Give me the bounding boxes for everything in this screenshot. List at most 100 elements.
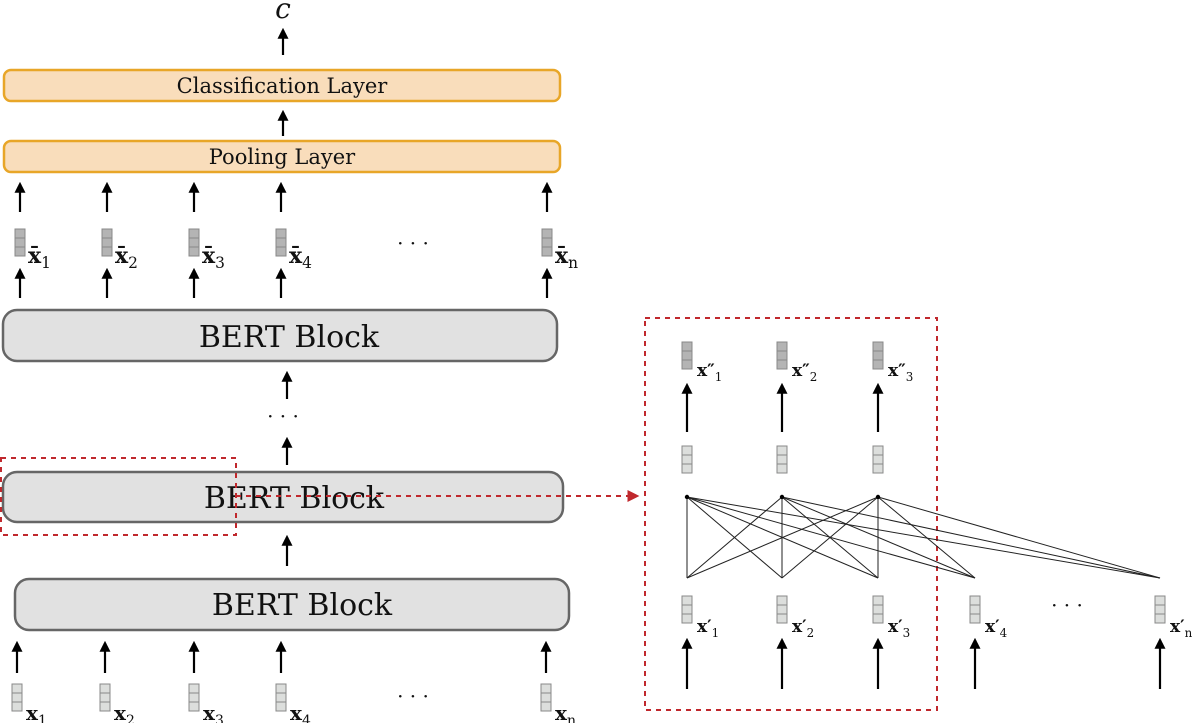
detail-input-token-icon [681, 595, 693, 624]
pooled-token-label: x̄3 [202, 243, 225, 272]
detail-input-label-sub: 1 [712, 626, 720, 640]
pooled-token-icon [101, 228, 113, 257]
detail-input-token-icon [776, 595, 788, 624]
classification-layer-label: Classification Layer [177, 74, 389, 98]
stack-ellipsis: · · · [267, 404, 299, 428]
pooling-layer-label: Pooling Layer [209, 145, 356, 169]
input-token-label: xn [555, 701, 576, 723]
pooled-token-label: x̄4 [289, 243, 312, 272]
hidden-token-icon [872, 445, 884, 474]
pooled-token-icon [275, 228, 287, 257]
attention-edge [877, 496, 976, 579]
detail-input-label-base: x′ [985, 617, 1000, 637]
attention-edge [686, 496, 1161, 579]
input-token-label-sub: 1 [38, 713, 47, 723]
bert-block-middle: BERT Block [1, 470, 565, 524]
attention-edge [686, 496, 783, 579]
detail-input-label: x′1 [697, 617, 719, 640]
detail-input-token-icon [872, 595, 884, 624]
detail-output-label-base: x″ [792, 361, 810, 381]
detail-output-token-icon [681, 341, 693, 370]
attention-edge [781, 496, 879, 579]
pooled-token-label-sub: n [568, 254, 578, 272]
pooled-token-icon [541, 228, 553, 257]
pooling-layer: Pooling Layer [2, 139, 562, 174]
pooled-token-label: x̄1 [28, 243, 51, 272]
pooled-token-label-base: x̄ [289, 243, 303, 269]
detail-ellipsis: · · · [1051, 593, 1083, 617]
input-token-icon [188, 683, 200, 712]
input-token-icon [11, 683, 23, 712]
attention-node [684, 494, 690, 500]
input-token-label-sub: n [567, 713, 576, 723]
detail-output-label-sub: 3 [906, 370, 914, 384]
attention-edge [781, 496, 1161, 579]
bert-block-bottom: BERT Block [13, 577, 571, 632]
attention-edges [686, 496, 1161, 579]
attention-node [779, 494, 785, 500]
attention-node [875, 494, 881, 500]
input-token-label: x2 [114, 701, 135, 723]
pooled-token-label: x̄2 [115, 243, 138, 272]
attention-edge [877, 496, 1161, 579]
input-token-label-base: x [114, 701, 127, 723]
pooled-token-label-base: x̄ [28, 243, 42, 269]
detail-output-token-icon [776, 341, 788, 370]
detail-input-label: x′4 [985, 617, 1007, 640]
detail-input-label: x′3 [888, 617, 910, 640]
detail-output-label: x″1 [697, 361, 722, 384]
detail-input-label-sub: 3 [903, 626, 911, 640]
detail-output-label-base: x″ [888, 361, 906, 381]
pooled-token-label-sub: 4 [302, 254, 312, 272]
detail-output-label: x″3 [888, 361, 913, 384]
input-token-label-sub: 3 [215, 713, 224, 723]
detail-output-token-icon [872, 341, 884, 370]
input-token-label-base: x [290, 701, 303, 723]
attention-edge [686, 496, 879, 579]
pooled-token-label-sub: 2 [128, 254, 138, 272]
input-token-label-base: x [26, 701, 39, 723]
pooled-token-label-base: x̄ [115, 243, 129, 269]
input-token-label-sub: 4 [302, 713, 311, 723]
input-ellipsis: · · · [397, 684, 429, 708]
pooled-token-icon [188, 228, 200, 257]
detail-output-label-sub: 1 [715, 370, 723, 384]
bert-block-top-label: BERT Block [199, 320, 380, 355]
input-token-label-base: x [203, 701, 216, 723]
input-token-icon [99, 683, 111, 712]
detail-input-label-sub: 4 [1000, 626, 1008, 640]
pooled-token-label-base: x̄ [202, 243, 216, 269]
input-token-label: x3 [203, 701, 224, 723]
attention-edge [686, 496, 976, 579]
detail-input-label: x′2 [792, 617, 814, 640]
output-label: c [275, 0, 291, 25]
detail-frame [644, 317, 938, 711]
detail-input-label-base: x′ [888, 617, 903, 637]
detail-input-token-icon [1154, 595, 1166, 624]
input-token-icon [540, 683, 552, 712]
pooled-token-label-sub: 1 [41, 254, 51, 272]
input-token-icon [275, 683, 287, 712]
pooled-token-label: x̄n [555, 243, 578, 272]
pooled-ellipsis: · · · [397, 231, 429, 255]
input-token-label: x1 [26, 701, 47, 723]
detail-output-label: x″2 [792, 361, 817, 384]
bert-block-top: BERT Block [1, 308, 559, 363]
detail-output-label-base: x″ [697, 361, 715, 381]
hidden-token-icon [681, 445, 693, 474]
pooled-token-label-base: x̄ [555, 243, 569, 269]
input-token-label-sub: 2 [126, 713, 135, 723]
detail-input-token-icon [969, 595, 981, 624]
pooled-token-icon [14, 228, 26, 257]
detail-input-label-base: x′ [1170, 617, 1185, 637]
detail-input-label-base: x′ [697, 617, 712, 637]
pooled-token-label-sub: 3 [215, 254, 225, 272]
classification-layer: Classification Layer [2, 68, 562, 103]
detail-input-label-base: x′ [792, 617, 807, 637]
hidden-token-icon [776, 445, 788, 474]
detail-input-label-sub: 2 [807, 626, 815, 640]
